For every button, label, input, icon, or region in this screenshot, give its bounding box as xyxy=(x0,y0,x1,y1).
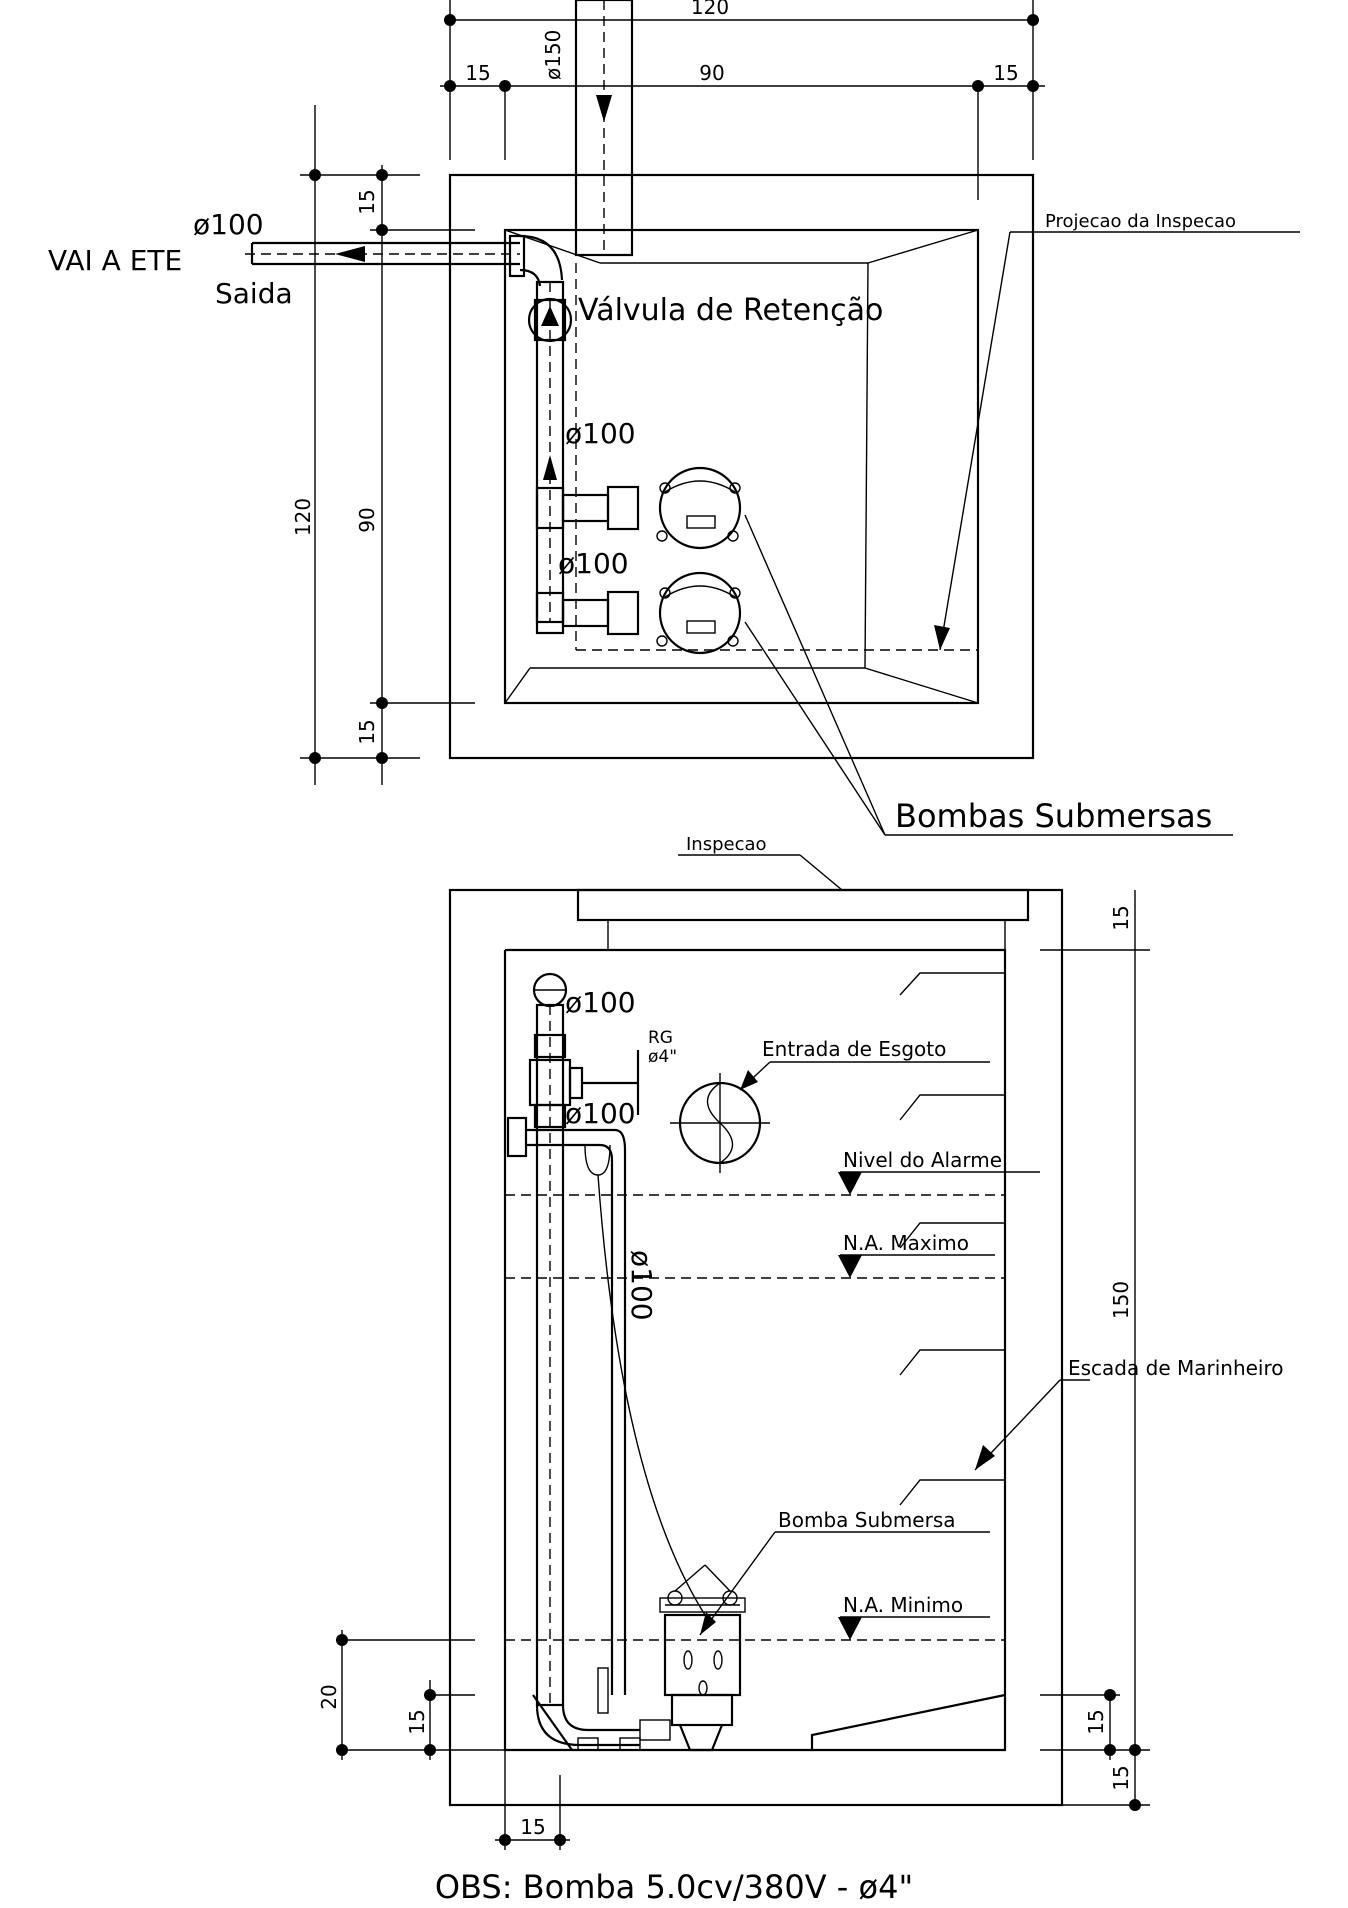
section-alarm-level-label: Nivel do Alarme xyxy=(843,1148,1002,1172)
section-ladder-label: Escada de Marinheiro xyxy=(1068,1356,1284,1380)
plan-dim-top-mid: 90 xyxy=(699,61,724,85)
plan-dim-left-top: 15 xyxy=(355,189,379,214)
section-dim-left-20: 20 xyxy=(317,1684,341,1709)
pump-icon xyxy=(658,466,742,550)
plan-dim-left-total: 120 xyxy=(291,498,315,536)
plan-inlet-pipe: ø150 xyxy=(541,0,634,257)
section-pump: Bomba Submersa xyxy=(577,1508,990,1752)
section-gate-valve-size: ø4" xyxy=(648,1047,677,1067)
note-text: OBS: Bomba 5.0cv/380V - ø4" xyxy=(435,1868,913,1906)
section-hose-diameter: ø100 xyxy=(625,1250,658,1321)
section-gate-valve-rg: RG xyxy=(648,1028,673,1048)
section-dim-right-bottom-a: 15 xyxy=(1084,1709,1108,1734)
plan-riser-pipe: Válvula de Retenção ø100 ø100 xyxy=(527,280,883,624)
plan-riser-diameter-1: ø100 xyxy=(565,417,636,450)
section-pipe-mid-diameter: ø100 xyxy=(565,1097,636,1130)
section-max-level: N.A. Maximo xyxy=(505,1231,1005,1279)
plan-top-dimensions: 120 15 90 15 xyxy=(440,0,1045,200)
plan-pump-1 xyxy=(535,466,742,550)
plan-pump-2 xyxy=(535,571,742,655)
plan-pumps-leader: Bombas Submersas xyxy=(744,514,1233,836)
section-alarm-level: Nivel do Alarme xyxy=(505,1148,1040,1196)
plan-outlet-diameter: ø100 xyxy=(193,208,264,241)
plan-riser-diameter-2: ø100 xyxy=(558,547,629,580)
section-max-level-label: N.A. Maximo xyxy=(843,1231,969,1255)
section-inspection-cover: Inspecao xyxy=(576,834,1030,951)
plan-outlet-pipe: ø100 VAI A ETE Saida xyxy=(48,208,564,310)
section-bottom-dimensions: 15 xyxy=(495,1720,570,1850)
section-inspection-label: Inspecao xyxy=(686,834,767,855)
plan-dim-top-left: 15 xyxy=(465,61,490,85)
section-discharge-pipe: ø100 RG ø4" ø100 ø100 xyxy=(506,972,706,1747)
section-sewage-inlet-label: Entrada de Esgoto xyxy=(762,1037,946,1061)
section-sewage-inlet: Entrada de Esgoto xyxy=(670,1037,990,1173)
plan-dim-left-mid: 90 xyxy=(355,507,379,532)
section-min-level: N.A. Minimo xyxy=(505,1593,1005,1641)
plan-outlet-sublabel: Saida xyxy=(215,277,293,310)
section-outer-wall xyxy=(448,888,1064,1807)
section-dim-right-bottom-b: 15 xyxy=(1109,1765,1133,1790)
section-dim-right-height: 150 xyxy=(1109,1281,1133,1319)
section-pump-label: Bomba Submersa xyxy=(778,1508,956,1532)
section-dim-left-15: 15 xyxy=(405,1709,429,1734)
plan-valve-label: Válvula de Retenção xyxy=(578,293,883,328)
plan-pumps-label: Bombas Submersas xyxy=(895,797,1212,835)
plan-inlet-pipe-diameter: ø150 xyxy=(541,30,565,80)
section-view: Inspecao 15 150 15 15 xyxy=(317,834,1284,1850)
section-dim-right-top: 15 xyxy=(1109,905,1133,930)
plan-inspection-projection-label: Projecao da Inspecao xyxy=(1045,211,1236,232)
plan-inner-wall xyxy=(503,228,980,705)
section-ladder: Escada de Marinheiro xyxy=(899,972,1284,1506)
section-pipe-top-diameter: ø100 xyxy=(565,986,636,1019)
section-min-level-label: N.A. Minimo xyxy=(843,1593,963,1617)
plan-inspection-projection: Projecao da Inspecao xyxy=(575,211,1300,651)
plan-dim-top-right: 15 xyxy=(993,61,1018,85)
plan-dim-left-bottom: 15 xyxy=(355,719,379,744)
section-left-dimensions: 20 15 xyxy=(317,1630,530,1760)
plan-outer-wall xyxy=(448,173,1035,760)
pump-icon xyxy=(658,571,742,655)
section-dim-bottom-15: 15 xyxy=(520,1815,545,1839)
plan-left-dimensions: 120 15 90 15 xyxy=(291,105,475,785)
plan-view: 120 15 90 15 ø150 120 15 xyxy=(48,0,1300,836)
plan-dim-top-total: 120 xyxy=(691,0,729,19)
plan-outlet-label: VAI A ETE xyxy=(48,244,182,277)
section-right-dimensions: 15 150 15 15 xyxy=(1040,890,1150,1811)
